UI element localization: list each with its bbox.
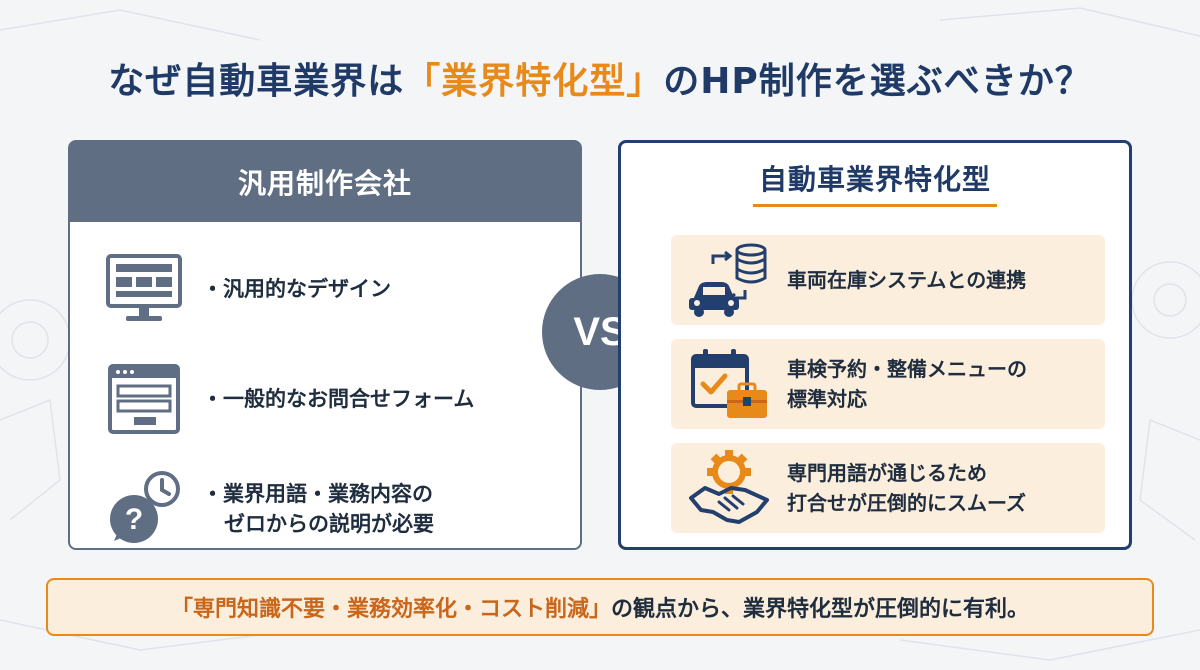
conclusion-banner: 「専門知識不要・業務効率化・コスト削減」の観点から、業界特化型が圧倒的に有利。: [46, 578, 1154, 636]
specialized-item-terminology: 専門用語が通じるため 打合せが圧倒的にスムーズ: [671, 443, 1105, 533]
question-clock-icon: ?: [104, 469, 184, 549]
generic-item-label: ・一般的なお問合せフォーム: [202, 386, 475, 411]
auto-specialized-header: 自動車業界特化型: [621, 143, 1129, 221]
conclusion-text: の観点から、業界特化型が圧倒的に有利。: [611, 597, 1030, 622]
monitor-icon: [104, 249, 184, 329]
generic-item-label: ・業界用語・業務内容の: [202, 481, 433, 506]
specialized-item-label: 専門用語が通じるため: [787, 461, 987, 485]
title-highlight: 「業界特化型」: [404, 61, 664, 102]
specialized-item-inventory: 車両在庫システムとの連携: [671, 235, 1105, 325]
generic-item-label-line2: ゼロからの説明が必要: [224, 512, 434, 536]
calendar-toolbox-icon: [687, 346, 771, 422]
form-icon: [104, 359, 184, 439]
gear-handshake-icon: [687, 450, 771, 526]
generic-agency-panel: 汎用制作会社 ・汎用的なデザイン: [68, 140, 582, 550]
specialized-item-inspection: 車検予約・整備メニューの 標準対応: [671, 339, 1105, 429]
auto-specialized-panel: 自動車業界特化型: [618, 140, 1132, 550]
specialized-item-label-line2: 標準対応: [787, 387, 867, 411]
title-prefix: なぜ自動車業界は: [108, 61, 405, 102]
page-title: なぜ自動車業界は「業界特化型」のHP制作を選ぶべきか？: [0, 52, 1200, 104]
generic-agency-header: 汎用制作会社: [70, 142, 580, 222]
title-suffix: のHP制作を選ぶべきか？: [663, 61, 1092, 102]
generic-item-design: ・汎用的なデザイン: [104, 234, 580, 344]
generic-item-form: ・一般的なお問合せフォーム: [104, 344, 580, 454]
conclusion-highlight: 「専門知識不要・業務効率化・コスト削減」: [170, 597, 611, 622]
svg-text:?: ?: [125, 503, 143, 536]
specialized-item-label: 車検予約・整備メニューの: [787, 357, 1027, 381]
generic-item-label: ・汎用的なデザイン: [202, 276, 391, 301]
specialized-item-label-line2: 打合せが圧倒的にスムーズ: [787, 491, 1026, 515]
specialized-item-label: 車両在庫システムとの連携: [787, 268, 1027, 292]
car-database-icon: [687, 242, 771, 318]
generic-item-explanation: ? ・業界用語・業務内容の ゼロからの説明が必要: [104, 454, 580, 564]
auto-specialized-title: 自動車業界特化型: [752, 158, 997, 207]
